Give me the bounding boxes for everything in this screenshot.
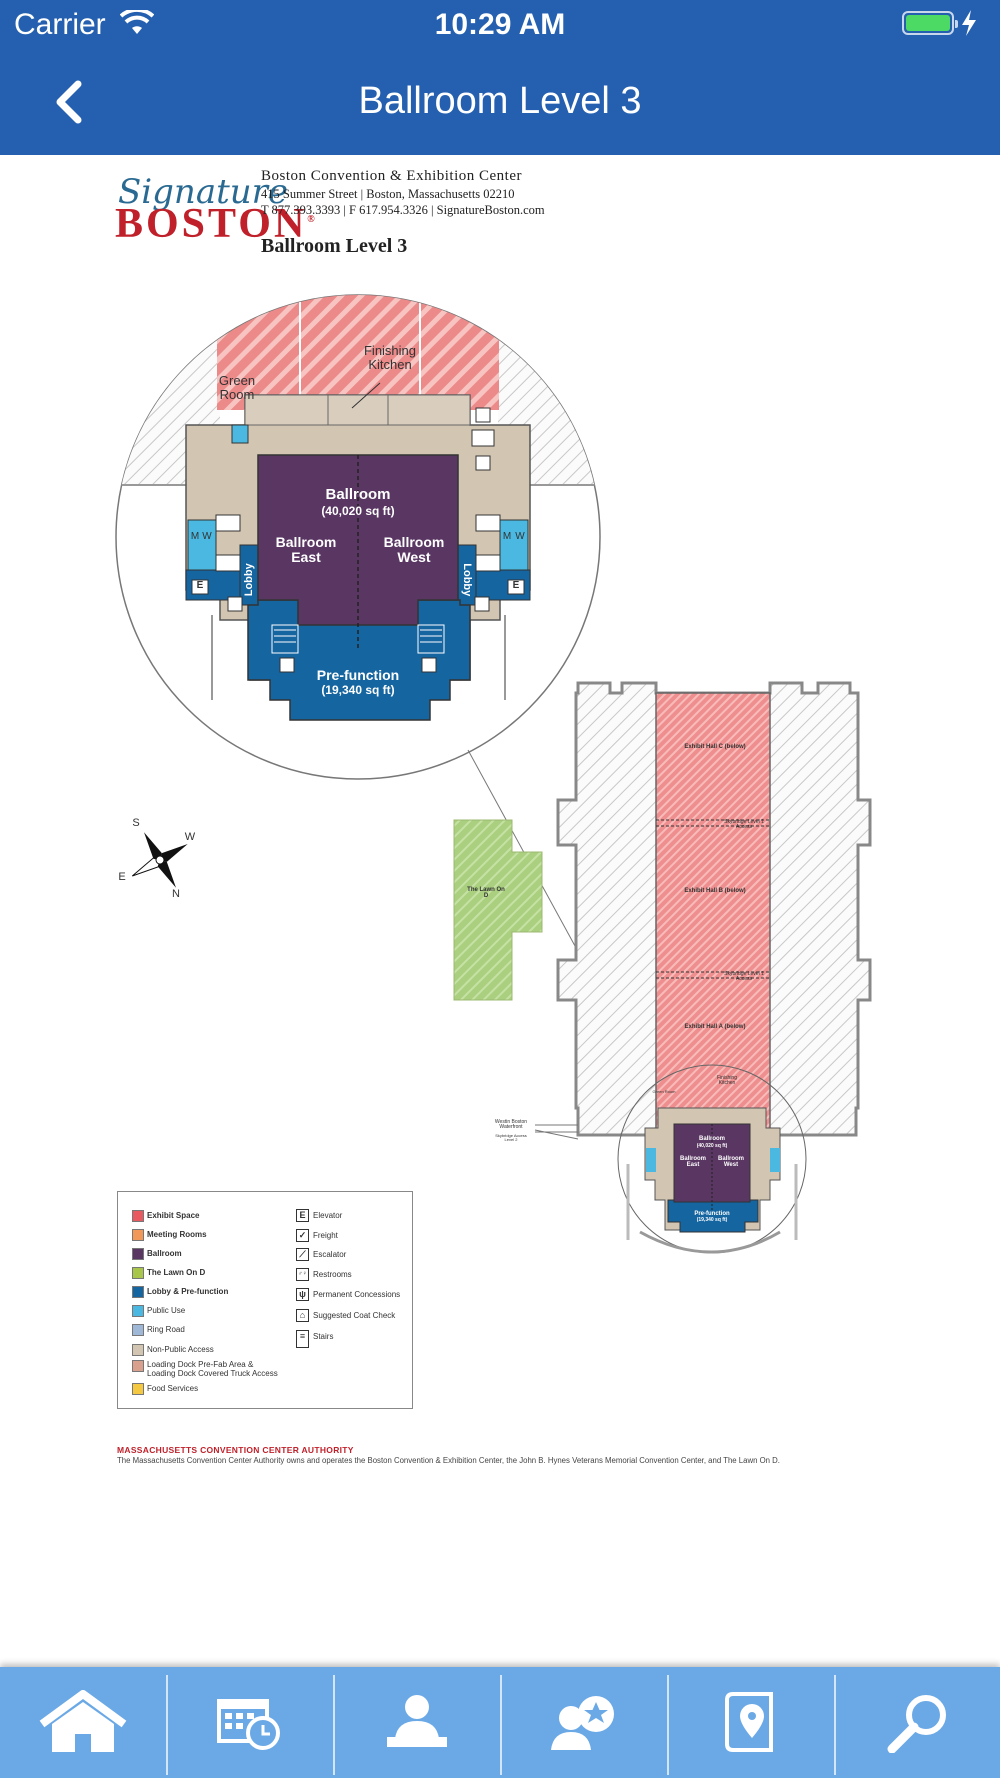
tab-separator — [667, 1675, 669, 1775]
tab-search[interactable] — [835, 1667, 1000, 1778]
exhibit-hall-a-label: Exhibit Hall A (below) — [684, 1024, 746, 1030]
concessions-icon: ψ — [296, 1288, 309, 1301]
elevator-icon: E — [296, 1209, 309, 1222]
navigation-bar: Carrier 10:29 AM Ballroom Level 3 — [0, 0, 1000, 155]
womens-restroom-label: W — [202, 531, 212, 542]
green-room-label: Green Room — [218, 373, 256, 402]
legend-item: Loading Dock Pre-Fab Area & Loading Dock… — [132, 1360, 282, 1382]
lawn-on-d-area — [453, 819, 543, 1001]
mini-ballroom-label: Ballroom — [698, 1136, 725, 1142]
home-icon — [39, 1689, 127, 1752]
clock: 10:29 AM — [434, 8, 566, 41]
legend-swatch — [132, 1324, 144, 1336]
person-star-icon — [551, 1695, 614, 1750]
prefunction-area-label: (19,340 sq ft) — [321, 683, 395, 697]
building-overview — [534, 681, 872, 1254]
wifi-icon — [120, 10, 154, 34]
map-title: Ballroom Level 3 — [261, 235, 408, 257]
venue-contact: T 877.393.3393 | F 617.954.3326 | Signat… — [261, 203, 545, 217]
prefunction-label: Pre-function — [316, 667, 400, 683]
battery-icon — [902, 11, 958, 35]
lobby-west-label: Lobby — [460, 563, 473, 597]
signature-logo-wordmark: BOSTON® — [115, 201, 318, 247]
tab-favorites[interactable] — [501, 1667, 667, 1778]
tab-attendees[interactable] — [334, 1667, 500, 1778]
lawn-label: The Lawn On D — [467, 887, 505, 900]
finishing-kitchen-label: Finishing Kitchen — [363, 343, 417, 372]
tab-separator — [834, 1675, 836, 1775]
legend-swatch — [132, 1210, 144, 1222]
footer-note: The Massachusetts Convention Center Auth… — [117, 1456, 780, 1465]
tab-schedule[interactable] — [167, 1667, 333, 1778]
person-desk-icon — [387, 1694, 447, 1747]
westin-access-label: Skybridge Access Level 2 — [495, 1133, 527, 1143]
tab-separator — [166, 1675, 168, 1775]
mini-prefunction-area: (19,340 sq ft) — [696, 1217, 728, 1223]
mini-west-label: Ballroom West — [717, 1156, 744, 1169]
legend-swatch — [132, 1286, 144, 1298]
mini-green-room-label: Green Room — [652, 1089, 676, 1094]
tab-maps[interactable] — [668, 1667, 834, 1778]
mini-prefunction-label: Pre-function — [694, 1211, 730, 1217]
mini-kitchen-label: Finishing Kitchen — [716, 1075, 737, 1087]
compass-rose-icon — [131, 832, 188, 888]
compass-east: E — [118, 871, 126, 883]
legend-swatch — [132, 1360, 144, 1372]
mini-ballroom-area: (40,020 sq ft) — [696, 1143, 728, 1149]
skybridge-label-1: Skybridge Level 1 Access — [724, 819, 764, 831]
search-icon — [887, 1694, 946, 1753]
legend-swatch — [132, 1229, 144, 1241]
map-legend: Exhibit Space Meeting Rooms Ballroom The… — [117, 1191, 413, 1409]
venue-address: 415 Summer Street | Boston, Massachusett… — [261, 187, 515, 201]
ballroom-west-label: Ballroom West — [383, 534, 445, 565]
footer-org: MASSACHUSETTS CONVENTION CENTER AUTHORIT… — [117, 1445, 354, 1455]
mini-east-label: Ballroom East — [679, 1156, 706, 1169]
tab-separator — [333, 1675, 335, 1775]
back-button[interactable] — [48, 78, 88, 126]
lobby-east-label: Lobby — [243, 563, 256, 597]
womens-restroom-label-west: W — [515, 531, 525, 542]
compass-north: N — [172, 888, 180, 900]
freight-icon: ✓ — [296, 1229, 309, 1242]
ballroom-label: Ballroom — [325, 486, 391, 503]
status-bar: Carrier 10:29 AM — [0, 0, 1000, 50]
carrier-label: Carrier — [14, 8, 106, 41]
compass-south: S — [132, 817, 140, 829]
coat-check-icon: ⌂ — [296, 1309, 309, 1322]
elevator-marker-west: E — [512, 580, 520, 591]
mens-restroom-label: M — [190, 531, 200, 542]
escalator-icon: ⟋ — [296, 1248, 309, 1261]
elevator-marker-east: E — [196, 580, 204, 591]
tab-bar — [0, 1667, 1000, 1778]
floor-plan-map — [115, 294, 872, 1254]
legend-swatch — [132, 1248, 144, 1260]
page-title: Ballroom Level 3 — [358, 80, 642, 122]
venue-name: Boston Convention & Exhibition Center — [261, 168, 522, 184]
signature-logo-script: Signature — [118, 172, 289, 212]
legend-swatch — [132, 1383, 144, 1395]
legend-swatch — [132, 1305, 144, 1317]
skybridge-label-2: Skybridge Level 1 Access — [724, 971, 764, 983]
map-pin-icon — [725, 1691, 773, 1752]
legend-swatch — [132, 1267, 144, 1279]
ballroom-area-label: (40,020 sq ft) — [321, 504, 395, 518]
exhibit-hall-c-label: Exhibit Hall C (below) — [684, 744, 746, 750]
westin-label: Westin Boston Waterfront — [494, 1119, 528, 1131]
tab-separator — [500, 1675, 502, 1775]
stairs-icon: ≡ — [296, 1330, 309, 1348]
detail-inset — [115, 294, 601, 780]
exhibit-hall-b-label: Exhibit Hall B (below) — [684, 888, 746, 894]
legend-swatch — [132, 1344, 144, 1356]
restrooms-icon: ♂♀ — [296, 1268, 309, 1281]
ballroom-east-label: Ballroom East — [275, 534, 337, 565]
mens-restroom-label-west: M — [502, 531, 512, 542]
calendar-clock-icon — [217, 1698, 280, 1750]
charging-bolt-icon — [962, 10, 976, 36]
compass-west: W — [184, 831, 196, 843]
tab-home[interactable] — [0, 1667, 166, 1778]
